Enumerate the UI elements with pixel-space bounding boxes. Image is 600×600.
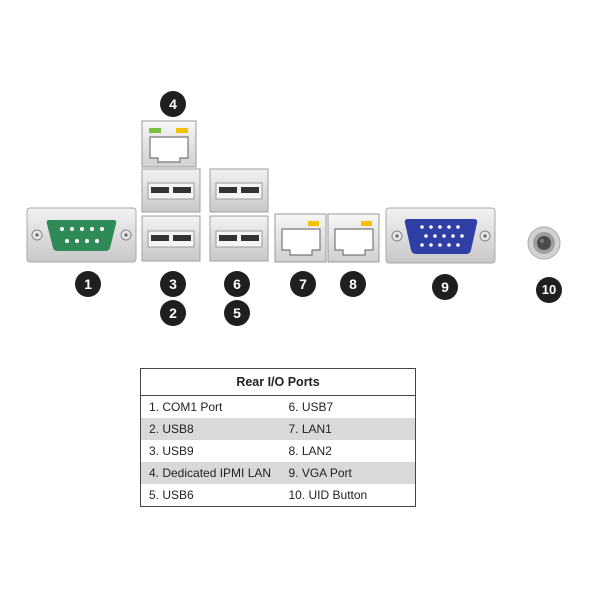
table-row: 4. Dedicated IPMI LAN 9. VGA Port xyxy=(140,462,416,484)
marker-4: 4 xyxy=(160,91,186,117)
ipmi-lan-port-icon xyxy=(141,120,197,168)
rear-io-ports-table: Rear I/O Ports 1. COM1 Port 6. USB7 2. U… xyxy=(140,368,416,507)
table-cell: 1. COM1 Port xyxy=(149,400,223,414)
marker-8: 8 xyxy=(340,271,366,297)
marker-2: 2 xyxy=(160,300,186,326)
table-title: Rear I/O Ports xyxy=(140,368,416,396)
table-cell: 3. USB9 xyxy=(149,444,194,458)
lan2-port-icon xyxy=(327,213,380,263)
usb7-port-icon xyxy=(209,168,269,213)
marker-1: 1 xyxy=(75,271,101,297)
lan1-port-icon xyxy=(274,213,327,263)
table-cell: 10. UID Button xyxy=(288,488,368,502)
table-row: 2. USB8 7. LAN1 xyxy=(140,418,416,440)
marker-7: 7 xyxy=(290,271,316,297)
rear-io-diagram xyxy=(26,120,561,264)
table-cell: 8. LAN2 xyxy=(288,444,332,458)
marker-3: 3 xyxy=(160,271,186,297)
table-row: 5. USB6 10. UID Button xyxy=(141,484,416,507)
table-cell: 5. USB6 xyxy=(149,488,194,502)
uid-button-icon xyxy=(527,226,561,260)
marker-10: 10 xyxy=(536,277,562,303)
table-header-row: Rear I/O Ports xyxy=(140,368,416,396)
marker-9: 9 xyxy=(432,274,458,300)
com1-port-icon xyxy=(26,207,137,263)
usb8-port-icon xyxy=(141,215,201,262)
marker-6: 6 xyxy=(224,271,250,297)
table-row: 1. COM1 Port 6. USB7 xyxy=(141,396,416,419)
table-cell: 7. LAN1 xyxy=(280,418,416,440)
table-cell: 6. USB7 xyxy=(288,400,334,414)
table-cell: 4. Dedicated IPMI LAN xyxy=(140,462,281,484)
marker-5: 5 xyxy=(224,300,250,326)
table-cell: 2. USB8 xyxy=(140,418,281,440)
vga-port-icon xyxy=(385,207,496,264)
table-row: 3. USB9 8. LAN2 xyxy=(141,440,416,462)
table-cell: 9. VGA Port xyxy=(280,462,416,484)
usb6-port-icon xyxy=(209,215,269,262)
usb9-port-icon xyxy=(141,168,201,213)
